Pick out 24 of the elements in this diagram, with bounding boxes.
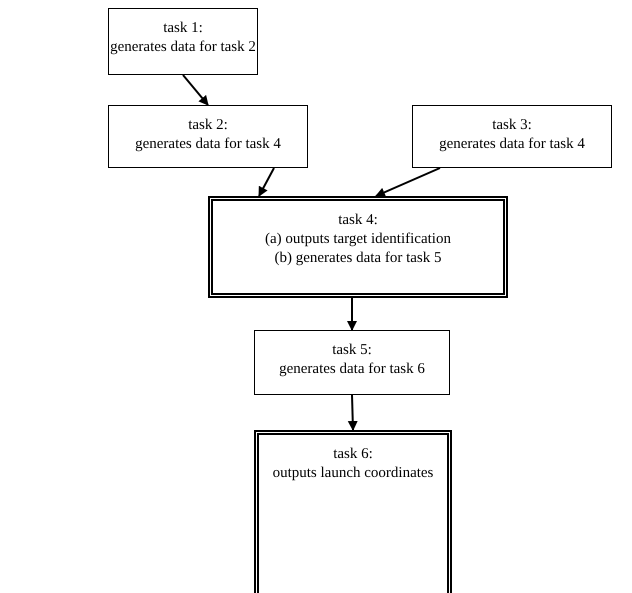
- task-description: generates data for task 4: [135, 135, 281, 154]
- task-heading: task 1:: [163, 19, 203, 38]
- task-heading: task 4:: [338, 211, 378, 230]
- process-box: [254, 430, 452, 593]
- task-description: (a) outputs target identification: [265, 230, 451, 249]
- task-heading: task 3:: [492, 116, 532, 135]
- task-heading: task 2:: [188, 116, 228, 135]
- task-description: outputs launch coordinates: [272, 464, 434, 483]
- arrow: [182, 74, 209, 106]
- process-box: [412, 105, 612, 168]
- process-box: [108, 8, 258, 75]
- arrow: [258, 168, 275, 197]
- task-heading: task 5:: [332, 341, 372, 360]
- task-description: generates data for task 2: [110, 38, 256, 57]
- process-box: [254, 330, 450, 395]
- task-description: (b) generates data for task 5: [274, 249, 442, 268]
- task-heading: task 6:: [333, 445, 373, 464]
- arrow: [348, 394, 358, 431]
- task-description: generates data for task 4: [439, 135, 585, 154]
- process-box: [108, 105, 308, 168]
- arrow: [375, 167, 440, 197]
- task-description: generates data for task 6: [279, 360, 425, 379]
- arrow: [347, 298, 357, 331]
- process-box: [208, 196, 508, 298]
